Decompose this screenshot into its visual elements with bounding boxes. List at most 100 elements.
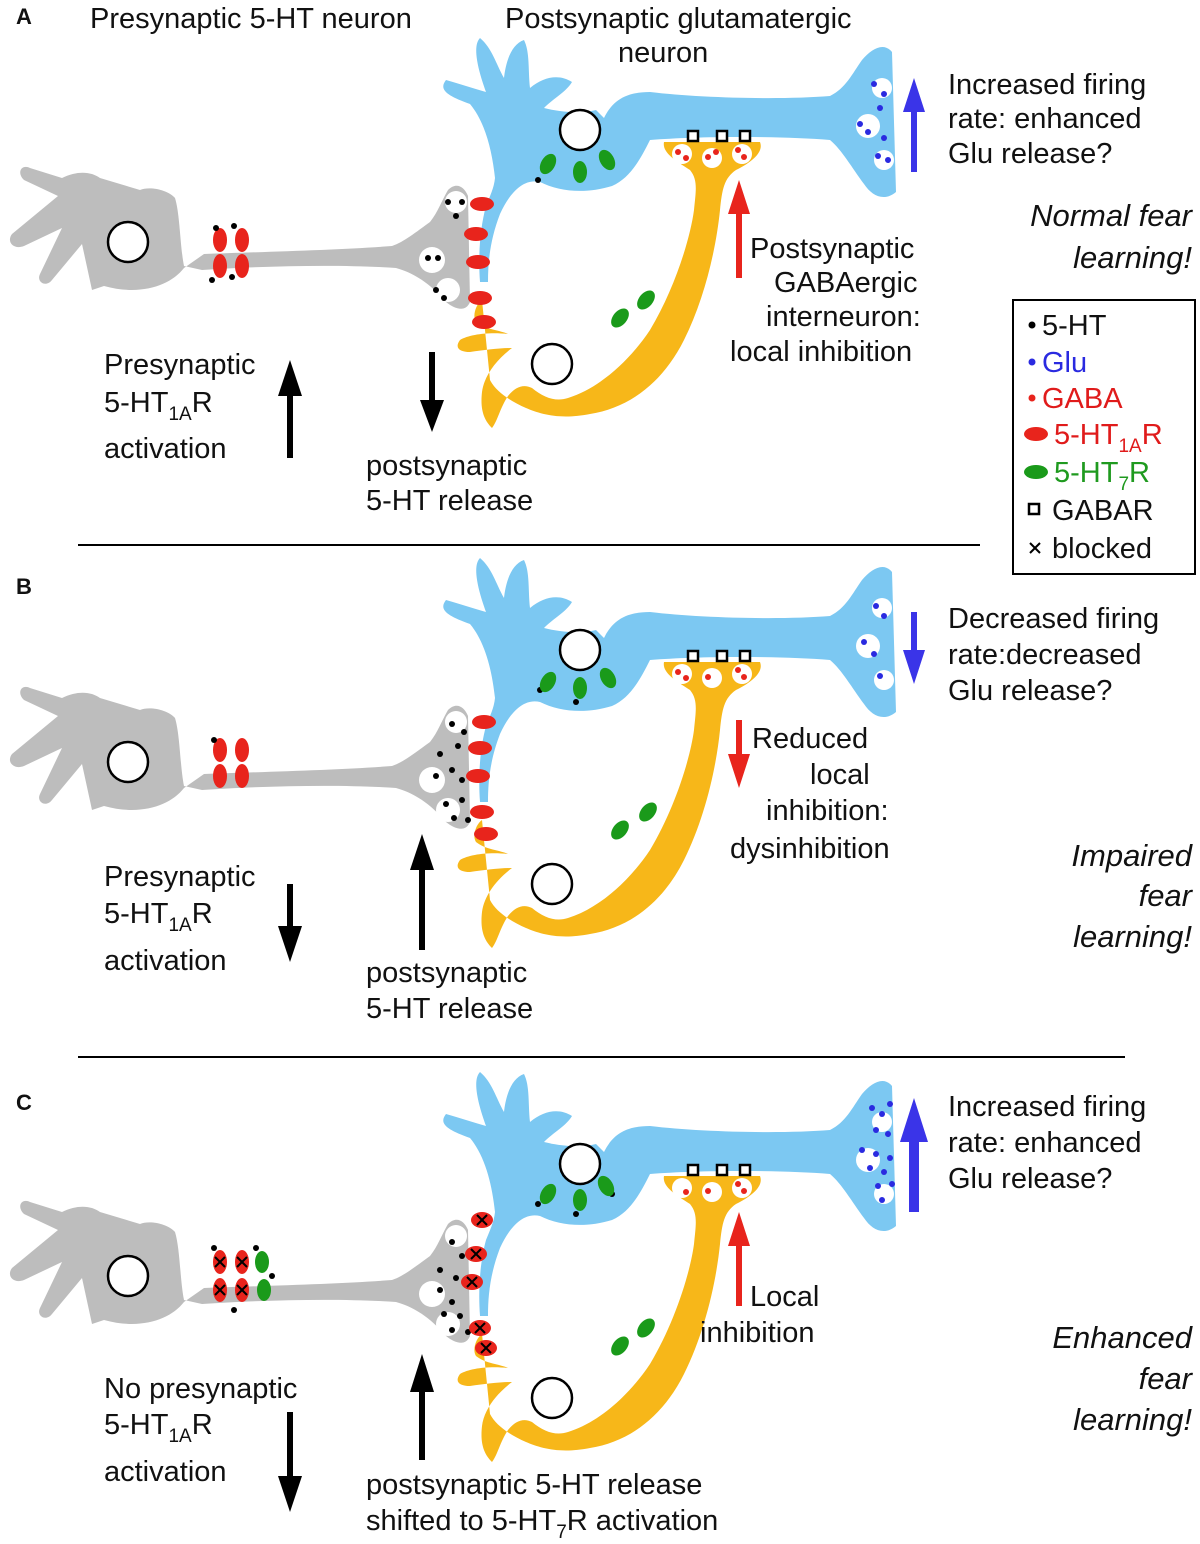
panel-a-presynaptic-line2: 5-HT1AR	[104, 387, 213, 425]
panel-a-inhibition-line3: interneuron:	[766, 301, 921, 333]
panel-a-presynaptic-line1: Presynaptic	[104, 349, 256, 381]
legend-5ht1a-label: 5-HT1AR	[1054, 419, 1163, 457]
panel-a-inhibition-line4: local inhibition	[730, 336, 912, 368]
panel-b-neurons	[8, 556, 898, 950]
panel-b-presynaptic-line2: 5-HT1AR	[104, 898, 213, 936]
panel-b-presynaptic-line1: Presynaptic	[104, 861, 256, 893]
panel-c-blocked-5ht1a-autoreceptors	[213, 1250, 249, 1302]
panel-c-release-line2: shifted to 5-HT7R activation	[366, 1505, 718, 1543]
panel-c-presynaptic-5ht7	[255, 1251, 271, 1301]
panel-b-inhibition-down-arrow	[728, 720, 750, 788]
panel-b-gabar-receptors	[686, 649, 752, 663]
panel-a-5ht7-receptors	[539, 149, 655, 328]
panel-b-inhibition-line3: inhibition:	[766, 795, 889, 827]
panel-b-glu-line3: Glu release?	[948, 675, 1112, 707]
legend-5ht1a-icon	[1024, 427, 1048, 441]
panel-a-outcome-line2: learning!	[1073, 240, 1192, 275]
legend-gaba-dot	[1028, 394, 1036, 402]
panel-a-glu-line3: Glu release?	[948, 138, 1112, 170]
panel-b-glu-vesicles	[861, 603, 887, 679]
legend-5ht-dot	[1028, 321, 1036, 329]
panel-b-postsynaptic-5ht1a	[466, 715, 498, 841]
panel-c-presynaptic-line2: 5-HT1AR	[104, 1409, 213, 1447]
panel-b-release-up-arrow	[410, 834, 434, 950]
legend-gabar-icon	[1027, 502, 1041, 516]
panel-a-presynaptic-up-arrow	[278, 360, 302, 458]
panel-a-glu-up-arrow	[903, 78, 925, 172]
panel-a-release-line1: postsynaptic	[366, 450, 527, 482]
panel-c-glu-line2: rate: enhanced	[948, 1127, 1141, 1159]
panel-c-presynaptic-line1: No presynaptic	[104, 1373, 297, 1405]
panel-a-5ht-molecules	[209, 177, 541, 301]
panel-b-presynaptic-down-arrow	[278, 884, 302, 962]
panel-c-presynaptic-down-arrow	[278, 1412, 302, 1512]
legend: 5-HT Glu GABA 5-HT1AR 5-HT7R GABAR block…	[1012, 299, 1196, 575]
panel-c-glu-up-arrow	[900, 1098, 928, 1212]
panel-b-outcome-line1: Impaired	[1071, 838, 1193, 873]
panel-c-gabar-receptors	[686, 1163, 752, 1177]
panel-b-gaba-vesicles	[675, 667, 747, 681]
panel-c-inhibition-up-arrow	[728, 1212, 750, 1306]
panel-c-blocked-postsynaptic-5ht1a	[461, 1212, 497, 1356]
panel-c-inhibition-line2: inhibition	[700, 1317, 814, 1349]
panel-a-release-down-arrow	[420, 352, 444, 432]
panel-b-5ht-molecules	[211, 687, 579, 823]
presynaptic-neuron-header: Presynaptic 5-HT neuron	[90, 3, 412, 35]
legend-glu-label: Glu	[1042, 347, 1087, 379]
panel-c-glu-line1: Increased firing	[948, 1091, 1146, 1123]
panel-b-presynaptic-line3: activation	[104, 945, 227, 977]
panel-b-inhibition-line2: local	[810, 759, 870, 791]
panel-c-glu-vesicles	[859, 1101, 895, 1203]
panel-b-glu-down-arrow	[903, 612, 925, 684]
panel-c-glu-line3: Glu release?	[948, 1163, 1112, 1195]
panel-b-glu-line2: rate:decreased	[948, 639, 1141, 671]
panel-a-gabar-receptors	[686, 129, 752, 143]
legend-blocked-icon	[1029, 542, 1041, 554]
panel-a-letter: A	[16, 4, 32, 29]
panel-a-5ht1a-autoreceptors	[213, 228, 249, 278]
panel-a-release-line2: 5-HT release	[366, 485, 533, 517]
panel-c: C	[8, 1070, 1194, 1543]
legend-glu-dot	[1028, 358, 1036, 366]
panel-a-gaba-vesicles	[675, 147, 747, 161]
panel-b-5ht7-receptors	[539, 667, 657, 840]
panel-a-inhibition-line1: Postsynaptic	[750, 233, 914, 265]
postsynaptic-neuron-header-line1: Postsynaptic glutamatergic	[505, 3, 852, 35]
panel-c-release-line1: postsynaptic 5-HT release	[366, 1469, 702, 1501]
legend-5ht7-label: 5-HT7R	[1054, 457, 1150, 495]
panel-a-inhibition-up-arrow	[728, 180, 750, 278]
panel-c-inhibition-line1: Local	[750, 1281, 819, 1313]
panel-a-glu-line2: rate: enhanced	[948, 103, 1141, 135]
legend-gaba-label: GABA	[1042, 383, 1123, 415]
panel-c-outcome-line2: fear	[1139, 1361, 1194, 1396]
panel-c-outcome-line1: Enhanced	[1052, 1320, 1193, 1355]
panel-a: A	[8, 4, 1194, 517]
panel-c-gaba-vesicles	[683, 1181, 747, 1195]
panel-c-letter: C	[16, 1090, 32, 1115]
panel-c-release-up-arrow	[410, 1354, 434, 1460]
panel-b-release-line2: 5-HT release	[366, 993, 533, 1025]
postsynaptic-neuron-header-line2: neuron	[618, 37, 708, 69]
legend-5ht7-icon	[1024, 465, 1048, 479]
legend-5ht-label: 5-HT	[1042, 310, 1107, 342]
panel-b-glu-line1: Decreased firing	[948, 603, 1159, 635]
panel-c-glutamatergic-neuron	[442, 1070, 898, 1318]
legend-blocked-label: blocked	[1052, 533, 1152, 565]
panel-b-5ht1a-autoreceptors	[213, 738, 249, 788]
panel-a-glu-line1: Increased firing	[948, 69, 1146, 101]
panel-c-5ht7-receptors	[539, 1175, 655, 1356]
panel-a-inhibition-line2: GABAergic	[774, 267, 917, 299]
panel-b-outcome-line3: learning!	[1073, 919, 1192, 954]
panel-a-presynaptic-line3: activation	[104, 433, 227, 465]
panel-b-release-line1: postsynaptic	[366, 957, 527, 989]
legend-gabar-label: GABAR	[1052, 495, 1154, 527]
panel-c-outcome-line3: learning!	[1073, 1402, 1192, 1437]
panel-b-inhibition-line1: Reduced	[752, 723, 868, 755]
panel-c-presynaptic-line3: activation	[104, 1456, 227, 1488]
panel-a-outcome-line1: Normal fear	[1030, 198, 1194, 233]
panel-a-postsynaptic-5ht1a	[464, 197, 496, 329]
panel-b-inhibition-line4: dysinhibition	[730, 833, 890, 865]
panel-a-glu-vesicles	[857, 81, 891, 163]
panel-c-neurons	[8, 1070, 898, 1464]
